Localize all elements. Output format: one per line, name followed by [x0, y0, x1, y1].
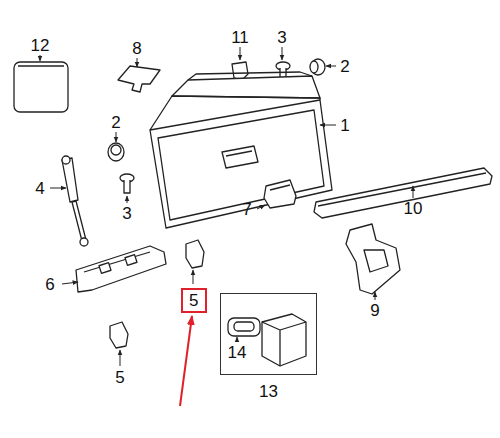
callout-number: 4: [35, 180, 44, 197]
callout-number: 2: [111, 114, 120, 131]
callout-number: 9: [370, 302, 379, 319]
callout-number: 12: [31, 37, 50, 54]
callout-number: 11: [231, 29, 249, 46]
callout-number: 13: [259, 383, 278, 400]
callout-number: 1: [340, 117, 349, 134]
callout-number: 3: [122, 205, 131, 222]
callout-number: 8: [132, 40, 141, 57]
kit-box: 13: [220, 293, 317, 375]
callout-number: 2: [340, 58, 349, 75]
callout-number: 5: [189, 292, 199, 309]
highlight-box: 5: [181, 288, 207, 313]
callout-number: 10: [404, 200, 423, 217]
callout-number: 7: [242, 201, 251, 218]
callout-number: 6: [45, 276, 54, 293]
callout-number: 5: [115, 369, 124, 386]
callout-number: 14: [228, 344, 247, 361]
callout-number: 3: [277, 29, 286, 46]
pointer-arrow: [180, 316, 192, 406]
